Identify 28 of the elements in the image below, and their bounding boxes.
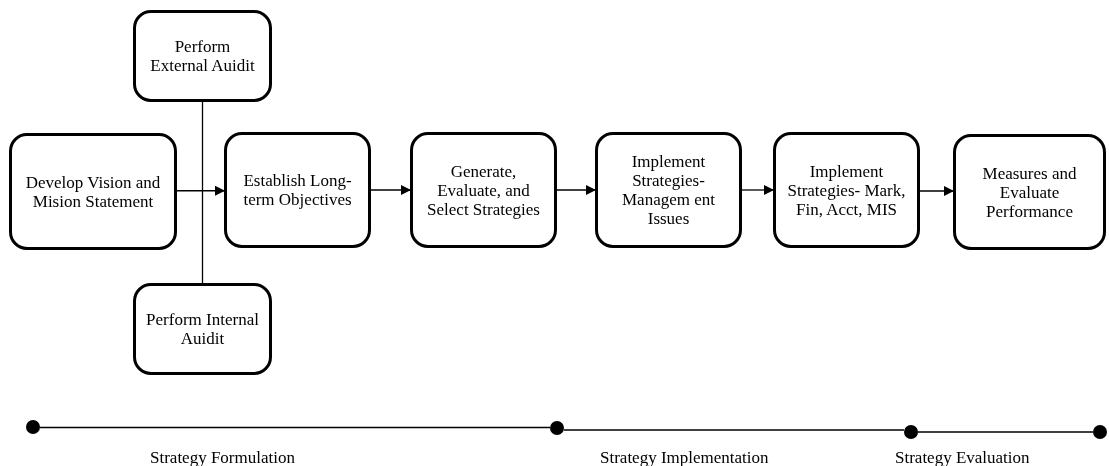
arrow bbox=[919, 186, 954, 196]
phase-label: Strategy Formulation bbox=[150, 447, 295, 466]
box-text: Establish Long-term Objectives bbox=[242, 171, 353, 209]
connector-line bbox=[917, 431, 1094, 433]
box-text: Measures and Evaluate Performance bbox=[981, 163, 1078, 221]
connector-line bbox=[201, 101, 204, 284]
process-box bbox=[953, 134, 1106, 250]
arrow bbox=[176, 185, 225, 196]
phase-label: Strategy Implementation bbox=[600, 447, 769, 466]
process-box bbox=[773, 132, 920, 248]
box-text: Perform External Auidit bbox=[149, 37, 256, 75]
phase-label: Strategy Evaluation bbox=[895, 447, 1030, 466]
process-box bbox=[224, 132, 371, 248]
connector-line bbox=[563, 429, 905, 431]
arrow bbox=[741, 185, 774, 195]
connector-line bbox=[39, 426, 551, 429]
box-text: Develop Vision and Mision Statement bbox=[24, 172, 162, 211]
process-box bbox=[133, 10, 272, 102]
box-text: Implement Strategies- Managem ent Issues bbox=[621, 152, 716, 228]
process-box bbox=[9, 133, 177, 250]
process-box bbox=[133, 283, 272, 375]
arrow bbox=[370, 185, 411, 195]
arrow bbox=[556, 185, 596, 195]
process-box bbox=[595, 132, 742, 248]
box-text: Perform Internal Auidit bbox=[145, 310, 260, 348]
box-text: Implement Strategies- Mark, Fin, Acct, MIS bbox=[786, 161, 907, 219]
process-box bbox=[410, 132, 557, 248]
box-text: Generate, Evaluate, and Select Strategies bbox=[426, 161, 541, 219]
